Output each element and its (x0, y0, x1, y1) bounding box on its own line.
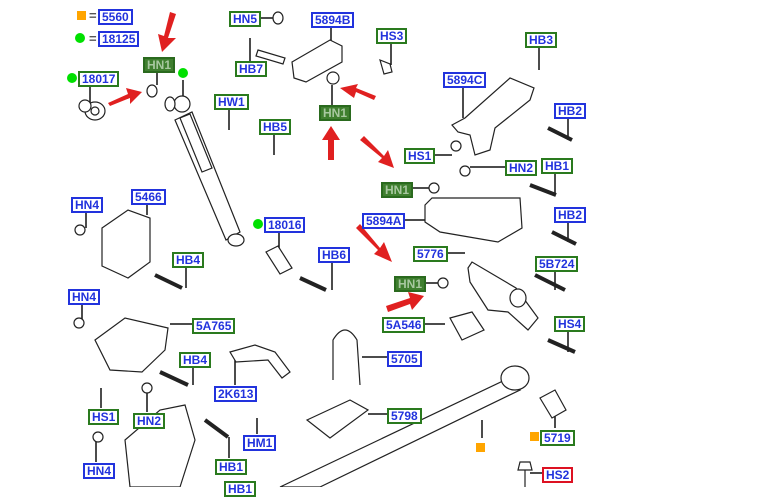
plate-5798 (305, 399, 370, 439)
part-label-hm1[interactable]: HM1 (243, 435, 277, 451)
part-label-hb5[interactable]: HB5 (259, 119, 292, 135)
part-label-hb6[interactable]: HB6 (318, 247, 351, 263)
green-dot-icon (67, 73, 77, 83)
part-label-5894a[interactable]: 5894A (362, 213, 406, 229)
part-label-hb4[interactable]: HB4 (172, 252, 205, 268)
part-label-5894c[interactable]: 5894C (443, 72, 487, 88)
washer-hn1 (146, 84, 158, 98)
part-label-5776[interactable]: 5776 (413, 246, 448, 262)
bracket-5a765 (73, 317, 189, 387)
bracket-2k613 (229, 344, 291, 379)
part-label-hn1[interactable]: HN1 (381, 182, 414, 198)
bracket-5466 (74, 209, 183, 290)
bushing-5719 (539, 389, 567, 419)
part-label-hn1[interactable]: HN1 (143, 57, 176, 73)
part-label-hb1[interactable]: HB1 (224, 481, 257, 497)
legend-part-5560[interactable]: 5560 (98, 9, 133, 25)
part-label-hw1[interactable]: HW1 (214, 94, 249, 110)
part-label-hn4[interactable]: HN4 (83, 463, 116, 479)
part-label-5a546[interactable]: 5A546 (382, 317, 426, 333)
red-arrows (108, 12, 424, 312)
legend-green-dot-icon (75, 33, 85, 43)
leaf-spring (279, 365, 530, 487)
bracket-5894c (450, 77, 573, 156)
part-label-5894b[interactable]: 5894B (311, 12, 355, 28)
part-label-hb2[interactable]: HB2 (554, 207, 587, 223)
part-label-hb1[interactable]: HB1 (215, 459, 248, 475)
part-label-hb1[interactable]: HB1 (541, 158, 574, 174)
part-label-hn2[interactable]: HN2 (133, 413, 166, 429)
part-label-hb7[interactable]: HB7 (235, 61, 268, 77)
bracket-5894b (255, 11, 393, 85)
part-label-5705[interactable]: 5705 (387, 351, 422, 367)
part-label-5b724[interactable]: 5B724 (535, 256, 579, 272)
part-label-hb2[interactable]: HB2 (554, 103, 587, 119)
bushing-5a546 (449, 311, 485, 341)
bolt-hs2 (517, 461, 533, 487)
shock-absorber (164, 95, 245, 247)
bushing-18016 (265, 245, 327, 292)
part-label-2k613[interactable]: 2K613 (214, 386, 258, 402)
part-label-18017[interactable]: 18017 (78, 71, 120, 87)
part-label-18016[interactable]: 18016 (264, 217, 306, 233)
part-label-hn2[interactable]: HN2 (505, 160, 538, 176)
part-label-hn1[interactable]: HN1 (319, 105, 352, 121)
part-label-hb3[interactable]: HB3 (525, 32, 558, 48)
legend-part-18125[interactable]: 18125 (98, 31, 140, 47)
orange-square-icon (530, 432, 539, 441)
u-bolt-5705 (332, 329, 361, 386)
parts-diagram-artwork (73, 11, 577, 487)
legend-equals: = (89, 8, 97, 23)
part-label-hs1[interactable]: HS1 (88, 409, 120, 425)
part-label-5719[interactable]: 5719 (540, 430, 575, 446)
part-label-hs3[interactable]: HS3 (376, 28, 408, 44)
orange-square-icon (476, 443, 485, 452)
legend-equals: = (89, 31, 97, 46)
bushing-18017 (78, 99, 106, 121)
legend-orange-square-icon (77, 11, 86, 20)
green-dot-icon (253, 219, 263, 229)
part-label-hn4[interactable]: HN4 (68, 289, 101, 305)
part-label-hn5[interactable]: HN5 (229, 11, 262, 27)
part-label-hs2[interactable]: HS2 (542, 467, 574, 483)
part-label-5466[interactable]: 5466 (131, 189, 166, 205)
part-label-hn1[interactable]: HN1 (394, 276, 427, 292)
part-label-hn4[interactable]: HN4 (71, 197, 104, 213)
part-label-hb4[interactable]: HB4 (179, 352, 212, 368)
shackle-5776 (437, 261, 576, 354)
leader-lines (81, 17, 569, 474)
part-label-5a765[interactable]: 5A765 (192, 318, 236, 334)
part-label-hs4[interactable]: HS4 (554, 316, 586, 332)
bracket-5894a (424, 165, 577, 246)
part-label-hs1[interactable]: HS1 (404, 148, 436, 164)
green-dot-icon (178, 68, 188, 78)
part-label-5798[interactable]: 5798 (387, 408, 422, 424)
